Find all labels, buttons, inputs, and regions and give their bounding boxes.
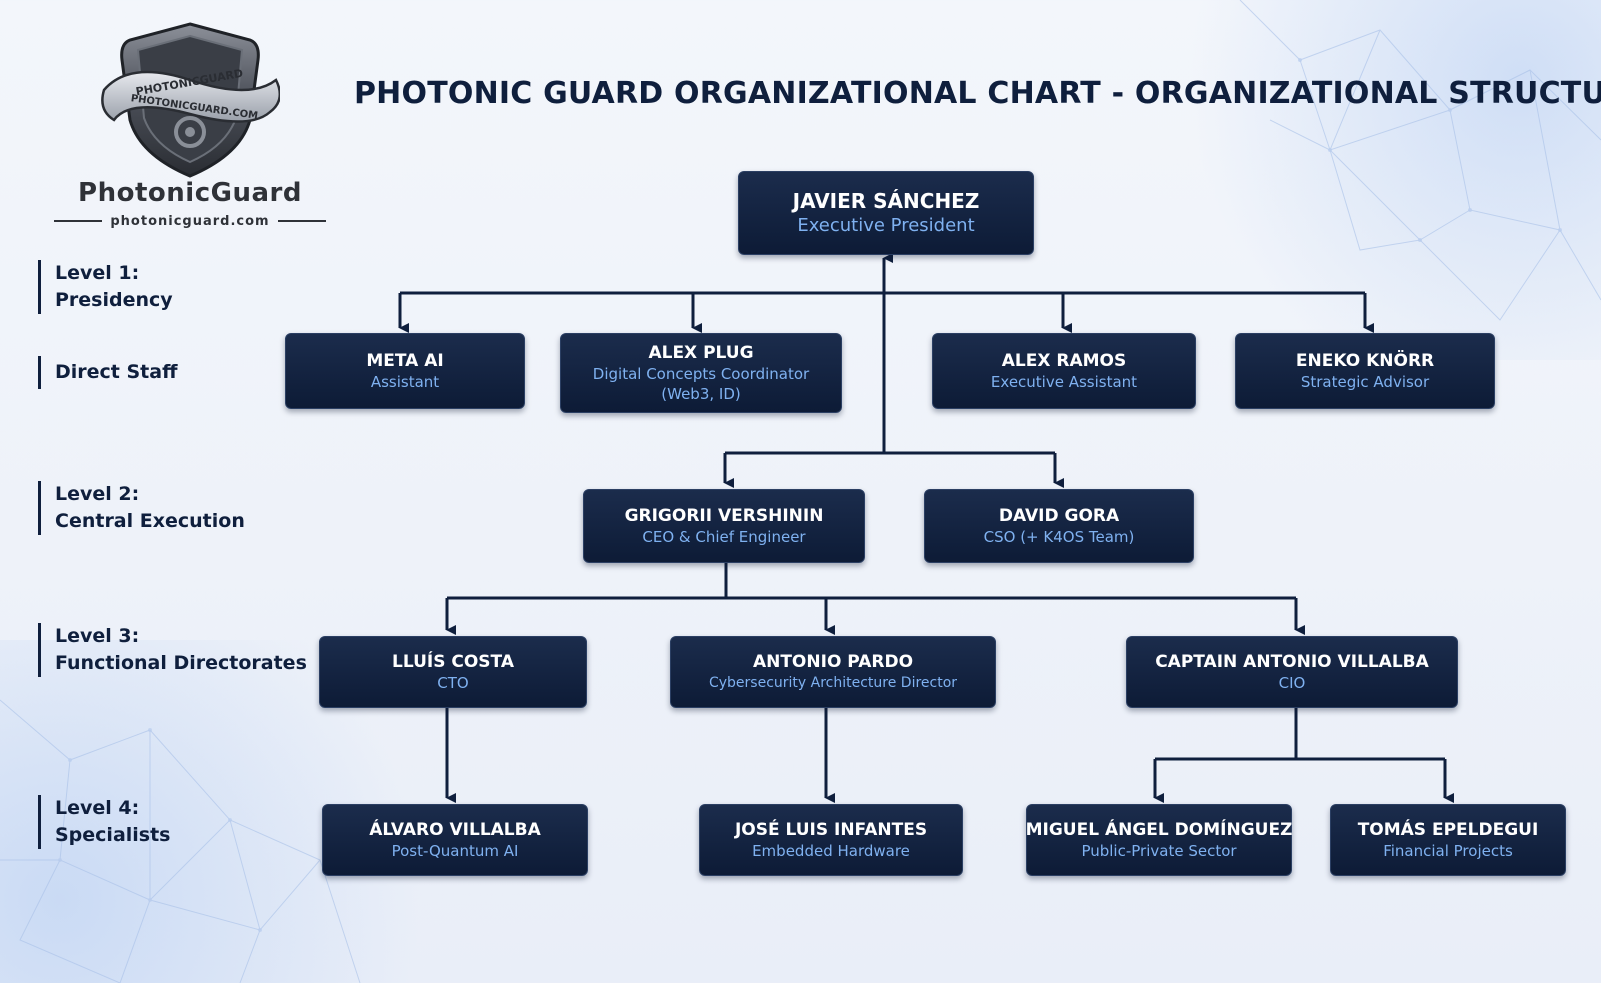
level-2-title: Level 2: <box>55 483 140 505</box>
node-antonio-pardo-role: Cybersecurity Architecture Director <box>708 674 958 691</box>
node-president[interactable]: JAVIER SÁNCHEZ Executive President <box>738 171 1034 255</box>
node-miguel[interactable]: MIGUEL ÁNGEL DOMÍNGUEZ Public-Private Se… <box>1026 804 1292 876</box>
level-label-4: Level 4: Specialists <box>38 795 171 849</box>
node-villalba-cio-role: CIO <box>1278 673 1306 692</box>
node-grigorii-name: GRIGORII VERSHININ <box>624 505 824 526</box>
node-grigorii-role: CEO & Chief Engineer <box>642 527 806 546</box>
node-alex-ramos-name: ALEX RAMOS <box>1001 350 1127 371</box>
node-tomas-role: Financial Projects <box>1383 841 1513 860</box>
node-meta-ai-name: META AI <box>366 350 444 371</box>
node-lluis[interactable]: LLUÍS COSTA CTO <box>319 636 587 708</box>
node-grigorii[interactable]: GRIGORII VERSHININ CEO & Chief Engineer <box>583 489 865 563</box>
logo-url-rule-right <box>277 220 326 222</box>
level-label-1: Level 1: Presidency <box>38 260 173 314</box>
node-meta-ai[interactable]: META AI Assistant <box>285 333 525 409</box>
node-alvaro-name: ÁLVARO VILLALBA <box>369 819 541 840</box>
node-alex-plug-role-line1: Digital Concepts Coordinator <box>592 364 810 383</box>
node-eneko[interactable]: ENEKO KNÖRR Strategic Advisor <box>1235 333 1495 409</box>
logo-url-rule-left <box>54 220 103 222</box>
node-david[interactable]: DAVID GORA CSO (+ K4OS Team) <box>924 489 1194 563</box>
node-antonio-pardo[interactable]: ANTONIO PARDO Cybersecurity Architecture… <box>670 636 996 708</box>
node-alex-plug[interactable]: ALEX PLUG Digital Concepts Coordinator (… <box>560 333 842 413</box>
node-villalba-cio-name: CAPTAIN ANTONIO VILLALBA <box>1155 651 1429 672</box>
node-jose-luis-role: Embedded Hardware <box>752 841 910 860</box>
node-alvaro-role: Post-Quantum AI <box>391 841 519 860</box>
node-alex-plug-role-line2: (Web3, ID) <box>661 384 741 403</box>
node-jose-luis[interactable]: JOSÉ LUIS INFANTES Embedded Hardware <box>699 804 963 876</box>
node-jose-luis-name: JOSÉ LUIS INFANTES <box>734 819 928 840</box>
level-1-subtitle: Presidency <box>55 289 173 311</box>
level-2-subtitle: Central Execution <box>55 510 245 532</box>
node-alex-plug-name: ALEX PLUG <box>648 342 754 363</box>
node-david-role: CSO (+ K4OS Team) <box>983 527 1135 546</box>
node-eneko-name: ENEKO KNÖRR <box>1295 350 1435 371</box>
level-staff-title: Direct Staff <box>55 361 178 383</box>
node-miguel-role: Public-Private Sector <box>1081 841 1237 860</box>
node-alvaro[interactable]: ÁLVARO VILLALBA Post-Quantum AI <box>322 804 588 876</box>
node-david-name: DAVID GORA <box>998 505 1120 526</box>
logo-wordmark: PhotonicGuard <box>78 178 302 208</box>
node-antonio-pardo-name: ANTONIO PARDO <box>752 651 914 672</box>
page-title: PHOTONIC GUARD ORGANIZATIONAL CHART - OR… <box>354 76 1601 111</box>
node-tomas[interactable]: TOMÁS EPELDEGUI Financial Projects <box>1330 804 1566 876</box>
level-3-subtitle: Functional Directorates <box>55 652 307 674</box>
node-villalba-cio[interactable]: CAPTAIN ANTONIO VILLALBA CIO <box>1126 636 1458 708</box>
node-lluis-name: LLUÍS COSTA <box>392 651 514 672</box>
node-alex-ramos[interactable]: ALEX RAMOS Executive Assistant <box>932 333 1196 409</box>
level-4-subtitle: Specialists <box>55 824 171 846</box>
level-3-title: Level 3: <box>55 625 140 647</box>
shield-emblem-icon: PHOTONICGUARD PHOTONICGUARD.COM <box>101 22 280 178</box>
node-president-name: JAVIER SÁNCHEZ <box>792 189 980 213</box>
level-4-title: Level 4: <box>55 797 140 819</box>
level-1-title: Level 1: <box>55 262 140 284</box>
node-miguel-name: MIGUEL ÁNGEL DOMÍNGUEZ <box>1025 819 1293 840</box>
level-label-2: Level 2: Central Execution <box>38 481 245 535</box>
node-meta-ai-role: Assistant <box>370 372 440 391</box>
node-president-role: Executive President <box>797 215 975 236</box>
logo-url-row: photonicguard.com <box>40 212 340 230</box>
node-tomas-name: TOMÁS EPELDEGUI <box>1357 819 1539 840</box>
node-alex-ramos-role: Executive Assistant <box>990 372 1138 391</box>
company-logo: PHOTONICGUARD PHOTONICGUARD.COM Photonic… <box>40 20 340 235</box>
level-label-3: Level 3: Functional Directorates <box>38 623 307 677</box>
node-eneko-role: Strategic Advisor <box>1300 372 1430 391</box>
node-lluis-role: CTO <box>437 673 469 692</box>
logo-url: photonicguard.com <box>110 213 270 229</box>
level-label-staff: Direct Staff <box>38 356 177 389</box>
